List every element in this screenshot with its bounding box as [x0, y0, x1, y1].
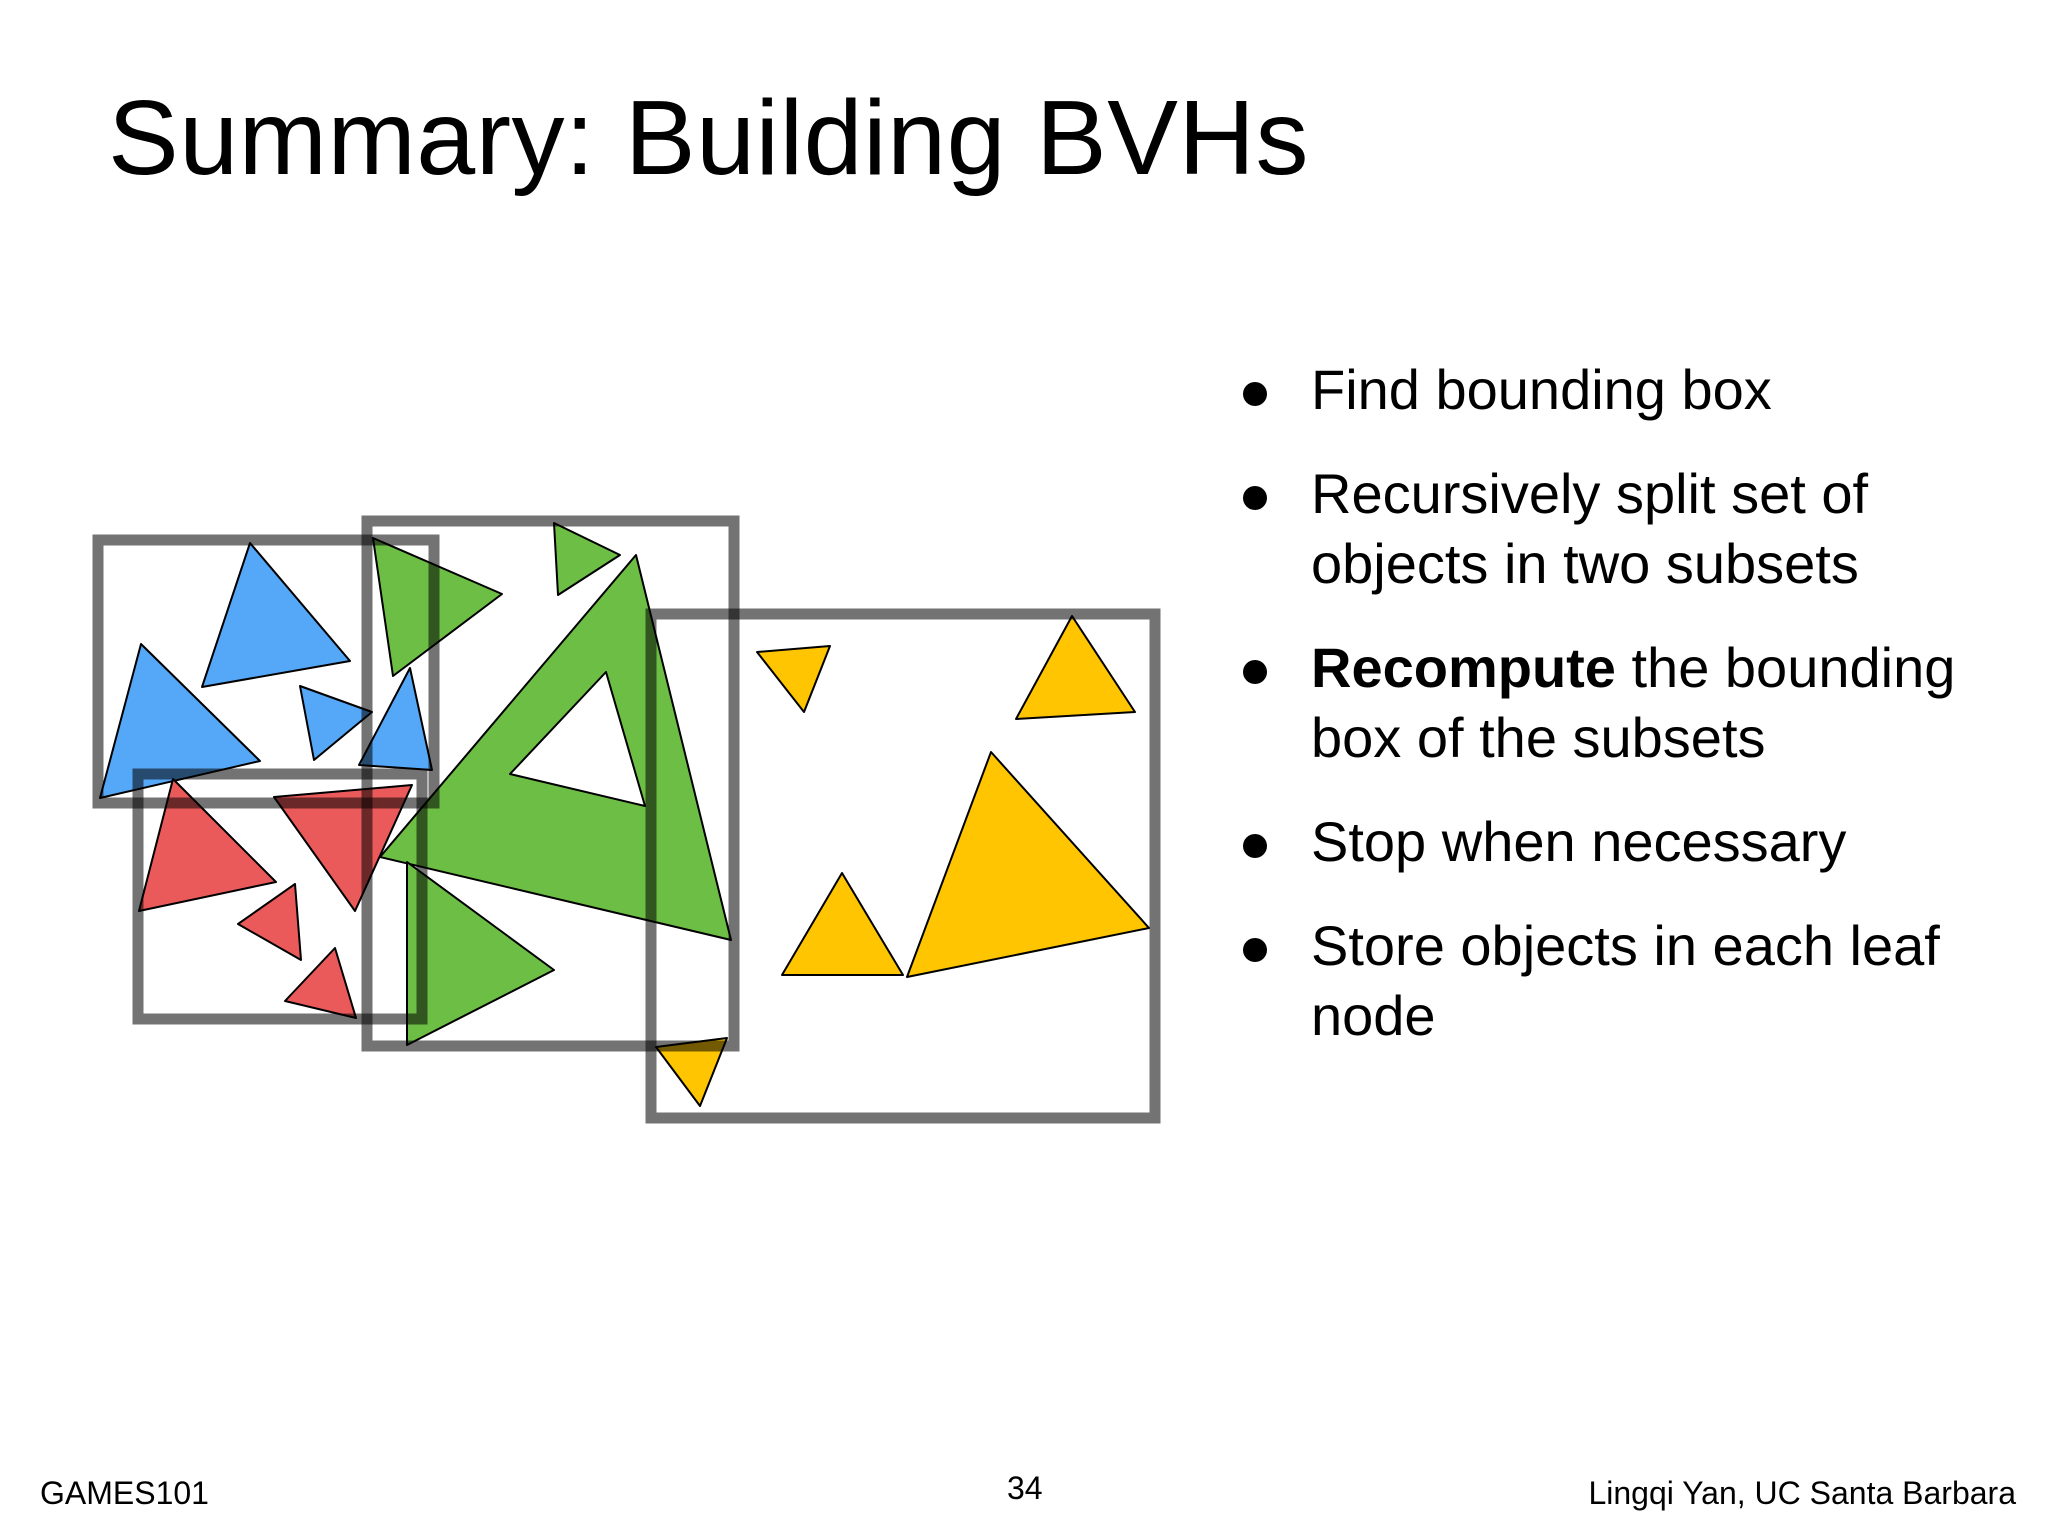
yellow-triangle: [1015, 615, 1136, 720]
blue-triangle: [201, 542, 351, 688]
bullet-text: the bounding box of the subsets: [1311, 636, 1956, 769]
bullet-text: Recursively split set of objects in two …: [1311, 462, 1869, 595]
red-triangles: [138, 778, 413, 1019]
red-triangle: [273, 784, 413, 912]
bounding-box-red: [132, 768, 428, 1025]
bounding-box-yellow: [645, 608, 1161, 1124]
bullet-item: Find bounding box: [1236, 355, 2016, 425]
footer-author: Lingqi Yan, UC Santa Barbara: [1588, 1475, 2016, 1511]
yellow-triangle: [756, 645, 831, 713]
bullet-text: Find bounding box: [1311, 358, 1772, 421]
bullet-text: Store objects in each leaf node: [1311, 914, 1940, 1047]
green-triangle-with-hole: [379, 554, 732, 941]
red-triangle: [138, 778, 277, 912]
page-number: 34: [1007, 1470, 1043, 1506]
blue-triangle: [358, 667, 433, 771]
blue-triangles: [99, 542, 433, 799]
yellow-triangles: [655, 615, 1150, 1107]
blue-triangle: [299, 685, 373, 761]
red-triangle: [237, 883, 302, 961]
red-triangle: [284, 947, 357, 1019]
bullet-item: Recursively split set of objects in two …: [1236, 459, 2016, 599]
slide-title: Summary: Building BVHs: [108, 79, 1309, 197]
green-triangle: [406, 861, 555, 1046]
green-triangle: [553, 522, 621, 596]
bullet-item: Stop when necessary: [1236, 807, 2016, 877]
bullet-item: Recompute the bounding box of the subset…: [1236, 633, 2016, 773]
green-triangles: [372, 522, 732, 1046]
bounding-box-green: [361, 515, 740, 1052]
blue-triangle: [99, 643, 261, 799]
bullet-dot: [1243, 486, 1267, 510]
bullet-item: Store objects in each leaf node: [1236, 911, 2016, 1051]
yellow-triangle: [906, 751, 1150, 978]
footer-course-name: GAMES101: [40, 1475, 209, 1511]
bounding-box-blue: [92, 534, 440, 809]
bullet-dot: [1243, 938, 1267, 962]
bounding-boxes: [92, 515, 1161, 1124]
bullet-dot: [1243, 834, 1267, 858]
yellow-triangle: [781, 872, 904, 976]
green-triangle: [372, 537, 503, 677]
yellow-triangle: [655, 1037, 728, 1107]
bullet-dot: [1243, 382, 1267, 406]
bullet-text: Stop when necessary: [1311, 810, 1847, 873]
bullet-bold-text: Recompute: [1311, 636, 1616, 699]
bullet-dot: [1243, 660, 1267, 684]
bullet-list: Find bounding box Recursively split set …: [1236, 355, 2016, 1085]
